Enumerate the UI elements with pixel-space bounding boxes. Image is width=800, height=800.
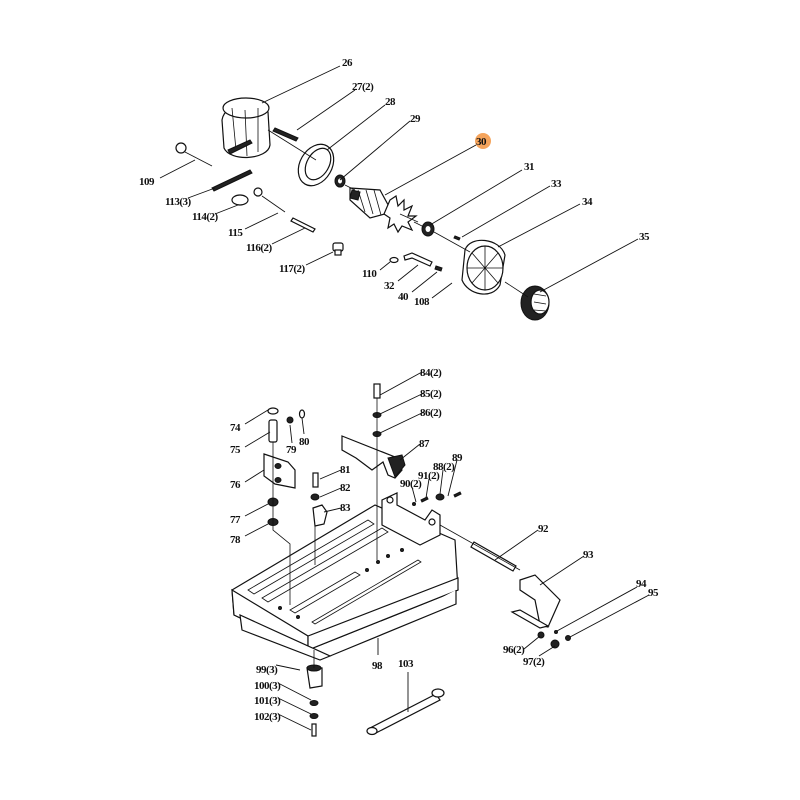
part-34-fan-housing[interactable] xyxy=(461,239,506,295)
label-108[interactable]: 108 xyxy=(414,296,431,308)
label-114[interactable]: 114(2) xyxy=(192,211,219,223)
part-79-nut[interactable] xyxy=(286,416,294,424)
label-26[interactable]: 26 xyxy=(342,57,354,69)
part-27-screw[interactable] xyxy=(272,127,299,142)
part-91-screw[interactable] xyxy=(420,496,429,503)
part-76-hinge[interactable] xyxy=(263,453,296,489)
label-117[interactable]: 117(2) xyxy=(279,263,306,275)
label-84[interactable]: 84(2) xyxy=(420,367,443,379)
part-116-pin[interactable] xyxy=(290,217,316,233)
part-89-screw[interactable] xyxy=(453,491,462,498)
part-102-screw[interactable] xyxy=(311,723,317,737)
part-97-nut[interactable] xyxy=(550,639,560,649)
label-85[interactable]: 85(2) xyxy=(420,388,443,400)
part-80-washer[interactable] xyxy=(298,409,306,419)
label-103[interactable]: 103 xyxy=(398,658,415,670)
motor-assembly xyxy=(175,97,550,321)
label-86[interactable]: 86(2) xyxy=(420,407,443,419)
part-31-bearing[interactable] xyxy=(421,221,435,237)
label-100[interactable]: 100(3) xyxy=(254,680,282,692)
part-88-knob[interactable] xyxy=(435,493,445,501)
part-103-wrench[interactable] xyxy=(366,688,445,736)
part-87-fence[interactable] xyxy=(341,435,406,479)
part-40-spring[interactable] xyxy=(434,265,443,272)
base-callouts: 84(2) 85(2) 86(2) 87 89 88(2) 91(2) 90(2… xyxy=(230,367,660,731)
label-78[interactable]: 78 xyxy=(230,534,242,546)
part-98-base[interactable] xyxy=(231,504,459,661)
part-83-clamp[interactable] xyxy=(312,504,328,527)
part-bracket[interactable] xyxy=(381,492,441,546)
label-83[interactable]: 83 xyxy=(340,502,352,514)
label-33[interactable]: 33 xyxy=(551,178,563,190)
label-75[interactable]: 75 xyxy=(230,444,242,456)
label-97[interactable]: 97(2) xyxy=(523,656,546,668)
base-assembly xyxy=(231,383,571,737)
label-79[interactable]: 79 xyxy=(286,444,298,456)
part-82-nut[interactable] xyxy=(310,493,320,501)
label-82[interactable]: 82 xyxy=(340,482,352,494)
part-113-rod[interactable] xyxy=(211,169,253,192)
label-88[interactable]: 88(2) xyxy=(433,461,456,473)
part-101-washer[interactable] xyxy=(309,713,319,719)
part-92-rod[interactable] xyxy=(470,541,517,572)
label-90[interactable]: 90(2) xyxy=(400,478,423,490)
part-109-spring[interactable] xyxy=(175,142,213,167)
part-114-washer[interactable] xyxy=(231,194,249,206)
label-89[interactable]: 89 xyxy=(452,452,464,464)
part-93-stop[interactable] xyxy=(510,574,561,629)
part-94-pin[interactable] xyxy=(554,630,558,634)
part-117-cap[interactable] xyxy=(332,242,344,256)
label-115[interactable]: 115 xyxy=(228,227,244,239)
label-113[interactable]: 113(3) xyxy=(165,196,192,208)
part-75-pin[interactable] xyxy=(268,419,278,443)
label-87[interactable]: 87 xyxy=(419,438,431,450)
label-76[interactable]: 76 xyxy=(230,479,242,491)
label-81[interactable]: 81 xyxy=(340,464,351,476)
label-96[interactable]: 96(2) xyxy=(503,644,526,656)
motor-callouts: 26 27(2) 28 29 30 31 33 34 35 109 113(3)… xyxy=(139,57,651,308)
highlight-marker xyxy=(475,133,491,149)
label-27[interactable]: 27(2) xyxy=(352,81,375,93)
label-31[interactable]: 31 xyxy=(524,161,535,173)
label-93[interactable]: 93 xyxy=(583,549,595,561)
part-84-bolt[interactable] xyxy=(373,383,381,399)
label-29[interactable]: 29 xyxy=(410,113,422,125)
part-100-washer[interactable] xyxy=(309,700,319,706)
part-32-key[interactable] xyxy=(403,252,433,267)
label-102[interactable]: 102(3) xyxy=(254,711,282,723)
label-92[interactable]: 92 xyxy=(538,523,550,535)
part-115-spring[interactable] xyxy=(253,187,286,213)
label-77[interactable]: 77 xyxy=(230,514,242,526)
label-116[interactable]: 116(2) xyxy=(246,242,273,254)
part-35-collar[interactable] xyxy=(520,285,550,321)
label-99[interactable]: 99(3) xyxy=(256,664,279,676)
label-35[interactable]: 35 xyxy=(639,231,651,243)
label-95[interactable]: 95 xyxy=(648,587,660,599)
label-30[interactable]: 30 xyxy=(476,136,488,148)
label-98[interactable]: 98 xyxy=(372,660,384,672)
part-28-brush-ring[interactable] xyxy=(291,138,341,192)
part-81-bolt[interactable] xyxy=(312,472,319,488)
label-74[interactable]: 74 xyxy=(230,422,242,434)
part-33-pin[interactable] xyxy=(453,235,461,241)
label-40[interactable]: 40 xyxy=(398,291,410,303)
part-90-pin[interactable] xyxy=(412,502,416,506)
label-94[interactable]: 94 xyxy=(636,578,648,590)
label-34[interactable]: 34 xyxy=(582,196,594,208)
label-101[interactable]: 101(3) xyxy=(254,695,282,707)
label-110[interactable]: 110 xyxy=(362,268,378,280)
part-26-stator[interactable] xyxy=(221,97,271,159)
part-95-ball[interactable] xyxy=(565,635,571,641)
label-109[interactable]: 109 xyxy=(139,176,156,188)
label-32[interactable]: 32 xyxy=(384,280,396,292)
part-110-clip[interactable] xyxy=(389,256,399,264)
part-30-armature[interactable] xyxy=(349,187,419,234)
label-28[interactable]: 28 xyxy=(385,96,397,108)
label-80[interactable]: 80 xyxy=(299,436,311,448)
part-74-ring[interactable] xyxy=(267,407,279,415)
label-91[interactable]: 91(2) xyxy=(418,470,441,482)
